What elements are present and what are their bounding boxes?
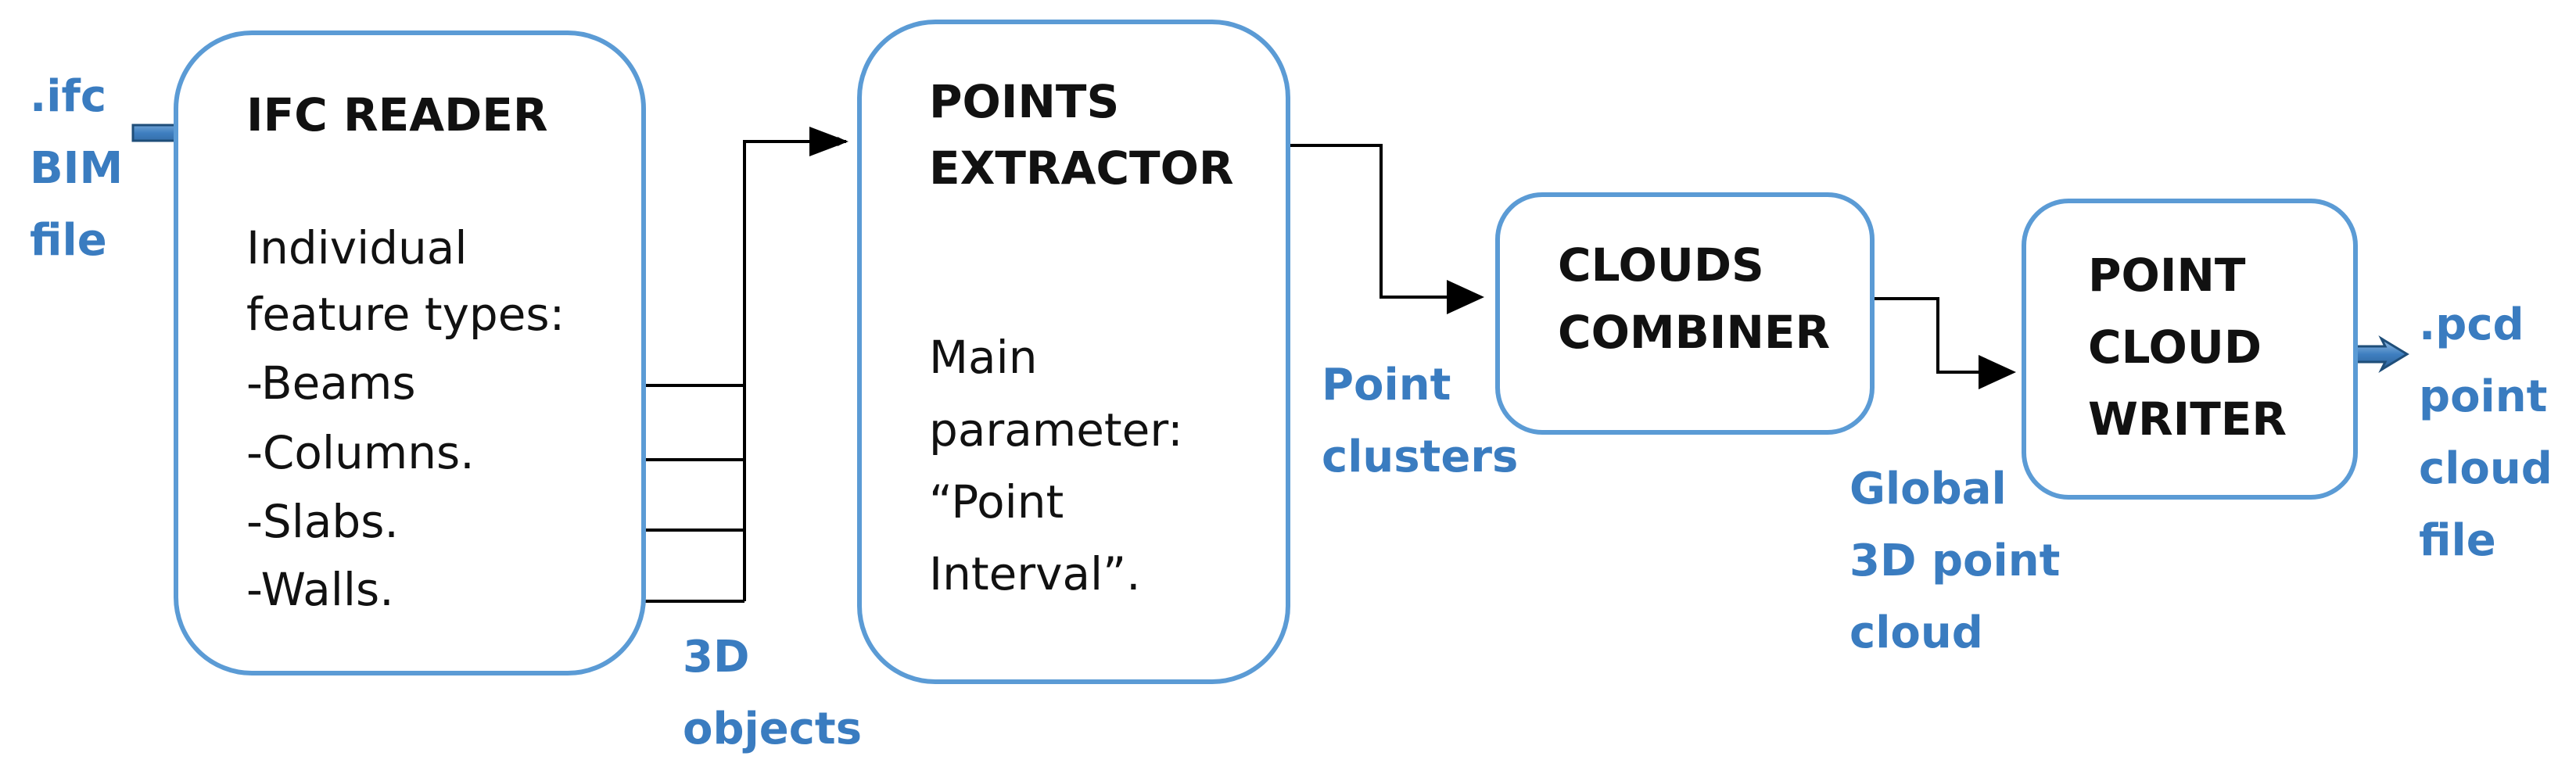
- output-file-label: .pcd point cloud file: [2419, 299, 2553, 566]
- ifc-reader-desc-1: Individual: [246, 221, 468, 274]
- param-line-1: Main: [929, 331, 1038, 384]
- global-cloud-label: Global 3D point cloud: [1849, 464, 2061, 658]
- ifc-reader-title: IFC READER: [246, 88, 548, 142]
- param-line-4: Interval”.: [929, 547, 1141, 600]
- feature-beams: -Beams: [246, 357, 416, 410]
- feature-walls: -Walls.: [246, 563, 394, 616]
- input-file-label: .ifc BIM file: [30, 71, 124, 266]
- ifc-reader-box: [174, 30, 646, 675]
- feature-slabs: -Slabs.: [246, 495, 399, 548]
- clusters-connector: [1236, 144, 1455, 299]
- clouds-combiner-box: [1495, 192, 1875, 435]
- ifc-reader-desc-2: feature types:: [246, 288, 565, 341]
- points-extractor-title-2: EXTRACTOR: [929, 142, 1234, 195]
- clouds-combiner-title-1: CLOUDS: [1558, 238, 1764, 292]
- param-line-3: “Point: [929, 475, 1064, 529]
- writer-title-2: CLOUD: [2088, 321, 2262, 374]
- feature-columns: -Columns.: [246, 426, 475, 479]
- point-cloud-writer-box: [2022, 199, 2358, 500]
- objects-3d-label: 3D objects: [683, 632, 863, 754]
- cloud-connector: [1826, 297, 1986, 374]
- point-clusters-label: Point clusters: [1322, 360, 1519, 482]
- clouds-combiner-title-2: COMBINER: [1558, 306, 1831, 359]
- param-line-2: parameter:: [929, 403, 1183, 457]
- points-extractor-box: [857, 20, 1290, 684]
- points-extractor-title-1: POINTS: [929, 75, 1120, 128]
- writer-title-3: WRITER: [2088, 392, 2287, 446]
- writer-title-1: POINT: [2088, 249, 2246, 302]
